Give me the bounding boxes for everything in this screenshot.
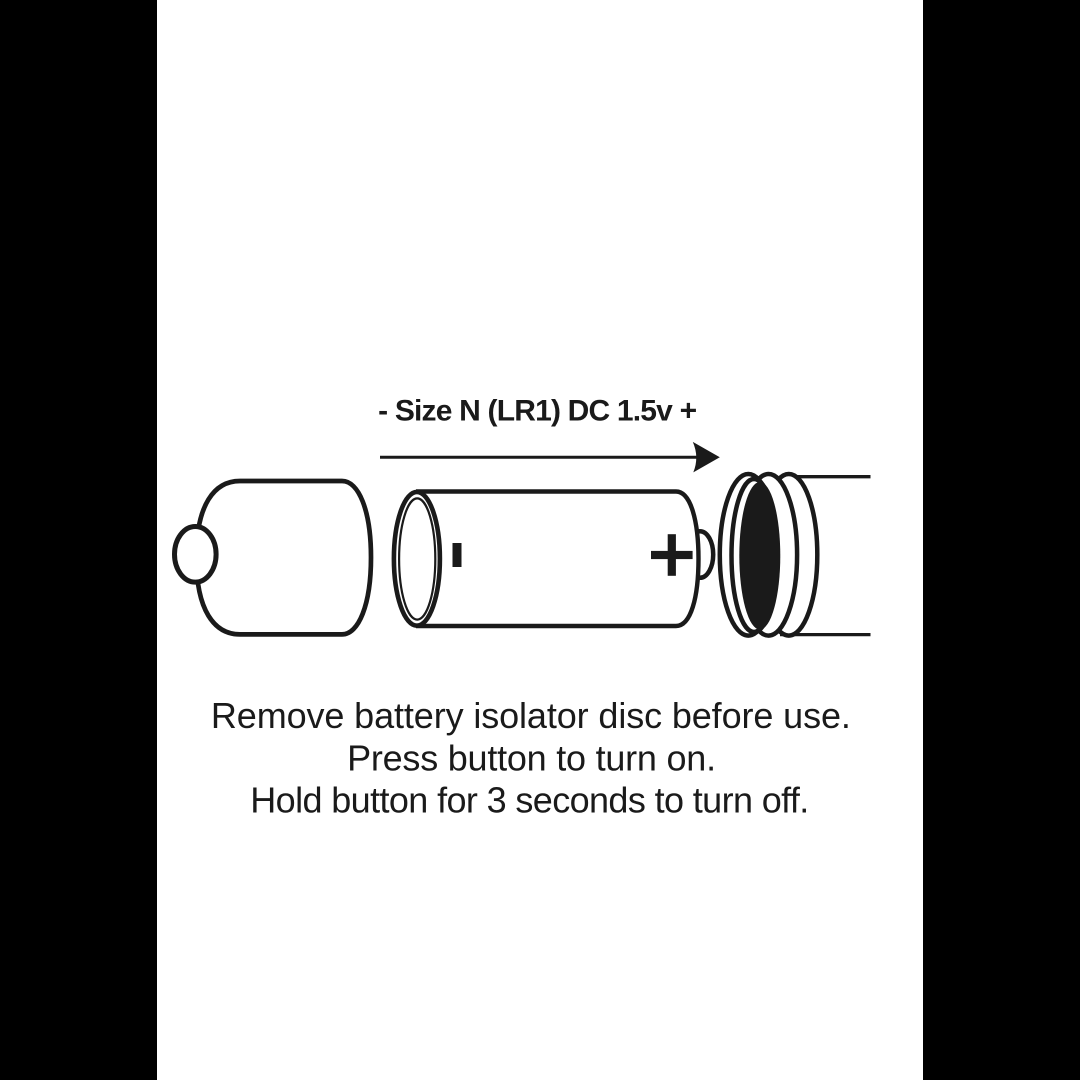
- svg-text:Press button to turn on.: Press button to turn on.: [347, 738, 716, 779]
- svg-text:- Size N (LR1) DC 1.5v +: - Size N (LR1) DC 1.5v +: [378, 394, 697, 427]
- svg-text:Remove battery isolator disc b: Remove battery isolator disc before use.: [211, 695, 851, 736]
- svg-text:Hold button for 3 seconds to t: Hold button for 3 seconds to turn off.: [250, 780, 809, 821]
